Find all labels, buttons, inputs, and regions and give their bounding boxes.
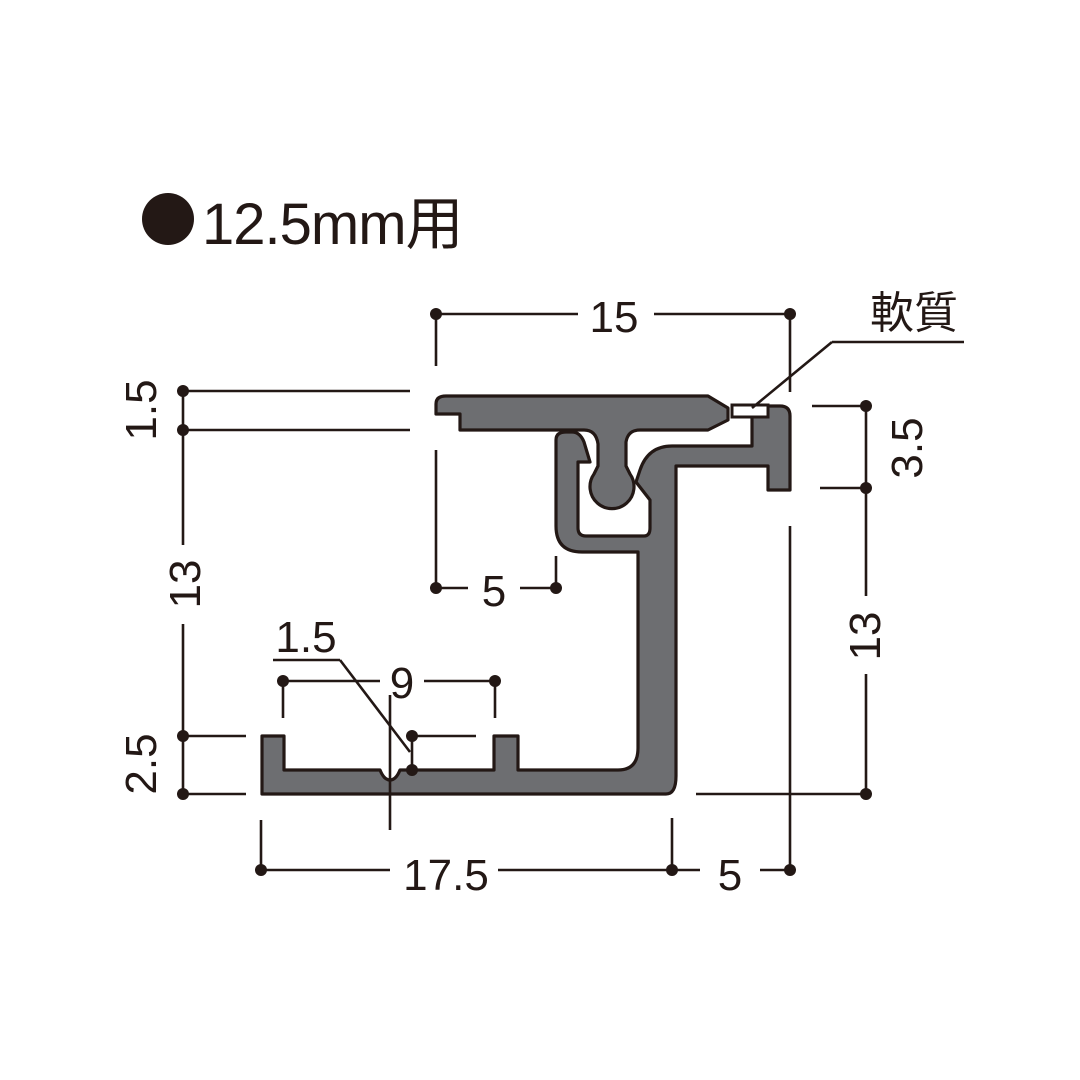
profile-cross-section: [260, 394, 792, 796]
top-cap: [434, 394, 730, 511]
title-text: 12.5mm用: [202, 192, 464, 257]
dim-bottom-chain: 17.5 5: [255, 818, 796, 900]
dim-top-width: 15: [430, 293, 796, 392]
dim-label-13-left: 13: [161, 560, 210, 609]
dim-channel: 1.5 9: [273, 613, 501, 830]
bullet-circle-icon: [142, 193, 194, 245]
dim-label-3-5: 3.5: [883, 417, 932, 478]
dim-inner-offset: 5: [430, 450, 562, 616]
dim-label-5-inner: 5: [482, 567, 506, 616]
soft-insert: [730, 403, 770, 419]
dim-label-5-bottom: 5: [718, 851, 742, 900]
dim-label-17-5: 17.5: [403, 851, 489, 900]
soft-material-callout: 軟質: [751, 289, 964, 410]
dim-label-13-right: 13: [841, 612, 890, 661]
dim-label-15: 15: [590, 293, 639, 342]
dim-label-9: 9: [390, 659, 414, 708]
dim-label-1-5-left: 1.5: [117, 379, 166, 440]
soft-material-label: 軟質: [870, 289, 958, 338]
dim-label-1-5-groove: 1.5: [275, 613, 336, 662]
main-body: [260, 404, 792, 796]
drawing-title: 12.5mm用: [142, 184, 464, 257]
dim-left-chain: 1.5 13 2.5: [117, 379, 410, 800]
dim-label-2-5: 2.5: [117, 733, 166, 794]
dim-right-chain: 3.5 13: [696, 400, 932, 870]
